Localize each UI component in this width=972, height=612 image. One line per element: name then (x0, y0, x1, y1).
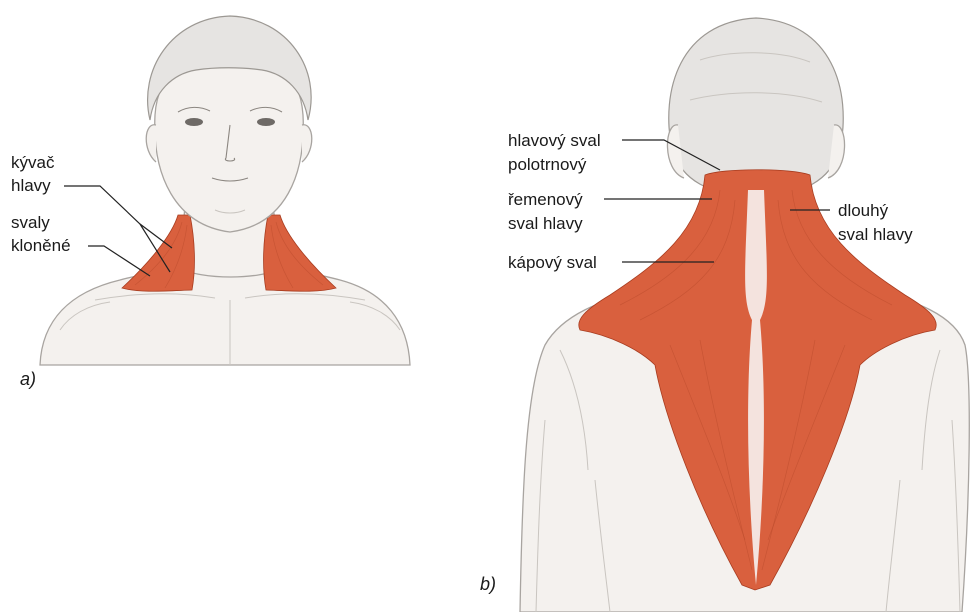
label-dlouhy-line2: sval hlavy (838, 225, 913, 244)
panel-b-letter: b) (480, 574, 496, 594)
panel-a-letter: a) (20, 369, 36, 389)
label-kyvac-line2: hlavy (11, 176, 51, 195)
label-remenovy-line2: sval hlavy (508, 214, 583, 233)
label-dlouhy-line1: dlouhý (838, 201, 889, 220)
front-muscle-right (264, 215, 336, 291)
front-eye-left (185, 118, 203, 126)
back-view-illustration (520, 18, 969, 612)
front-view-illustration (40, 16, 410, 365)
label-svaly-line2: kloněné (11, 236, 71, 255)
label-kyvac-line1: kývač (11, 153, 55, 172)
front-ear-left (146, 125, 156, 162)
label-kapovy: kápový sval (508, 253, 597, 272)
label-svaly-line1: svaly (11, 213, 50, 232)
label-hlavovy-line1: hlavový sval (508, 131, 601, 150)
label-remenovy-line1: řemenový (508, 190, 583, 209)
front-eye-right (257, 118, 275, 126)
label-hlavovy-line2: polotrnový (508, 155, 587, 174)
leader-kyvac (64, 186, 172, 248)
front-ear-right (302, 125, 312, 162)
